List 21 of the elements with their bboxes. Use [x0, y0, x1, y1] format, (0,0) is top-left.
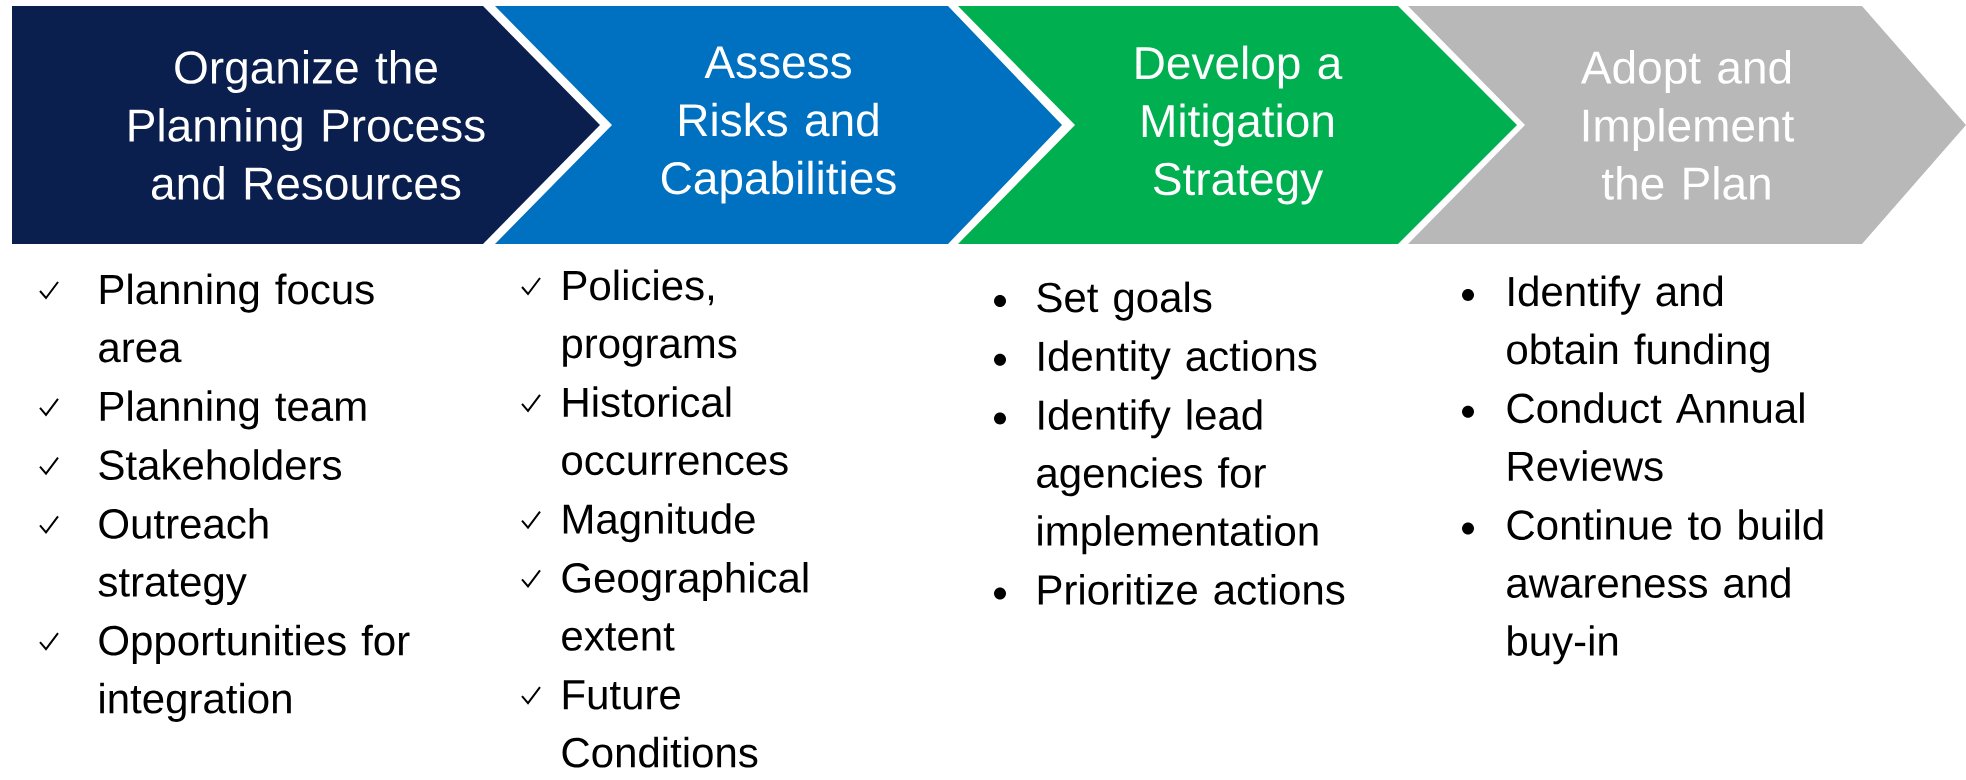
list-item: Planning team [100, 390, 366, 430]
process-step: Assess Risks and Capabilities [495, 6, 1062, 244]
list-item: Prioritize actions [1038, 573, 1345, 605]
list-item: Planning focus area [99, 273, 374, 363]
list-item: Geographical extent [562, 561, 808, 651]
list-item: Outreach strategy [98, 507, 268, 606]
list-item: Stakeholders [99, 449, 341, 480]
list-item: Identify lead agencies for implementation [1037, 399, 1318, 555]
list-item: Identity actions [1039, 340, 1317, 380]
list-item: Set goals [1037, 281, 1212, 321]
list-item: Identify and obtain funding [1507, 275, 1769, 373]
list-item: Policies, programs [563, 269, 737, 367]
process-step: Organize the Planning Process and Resources [12, 6, 600, 244]
list-item: Future Conditions [562, 680, 758, 768]
process-step: Develop a Mitigation Strategy [958, 6, 1517, 244]
list-item: Conduct Annual Reviews [1507, 392, 1804, 482]
process-step: Adopt and Implement the Plan [1408, 6, 1966, 244]
list-item: Opportunities for integration [99, 624, 410, 722]
list-item: Continue to build awareness and buy-in [1507, 509, 1823, 665]
list-item: Magnitude [563, 503, 755, 543]
list-item: Historical occurrences [562, 386, 788, 476]
